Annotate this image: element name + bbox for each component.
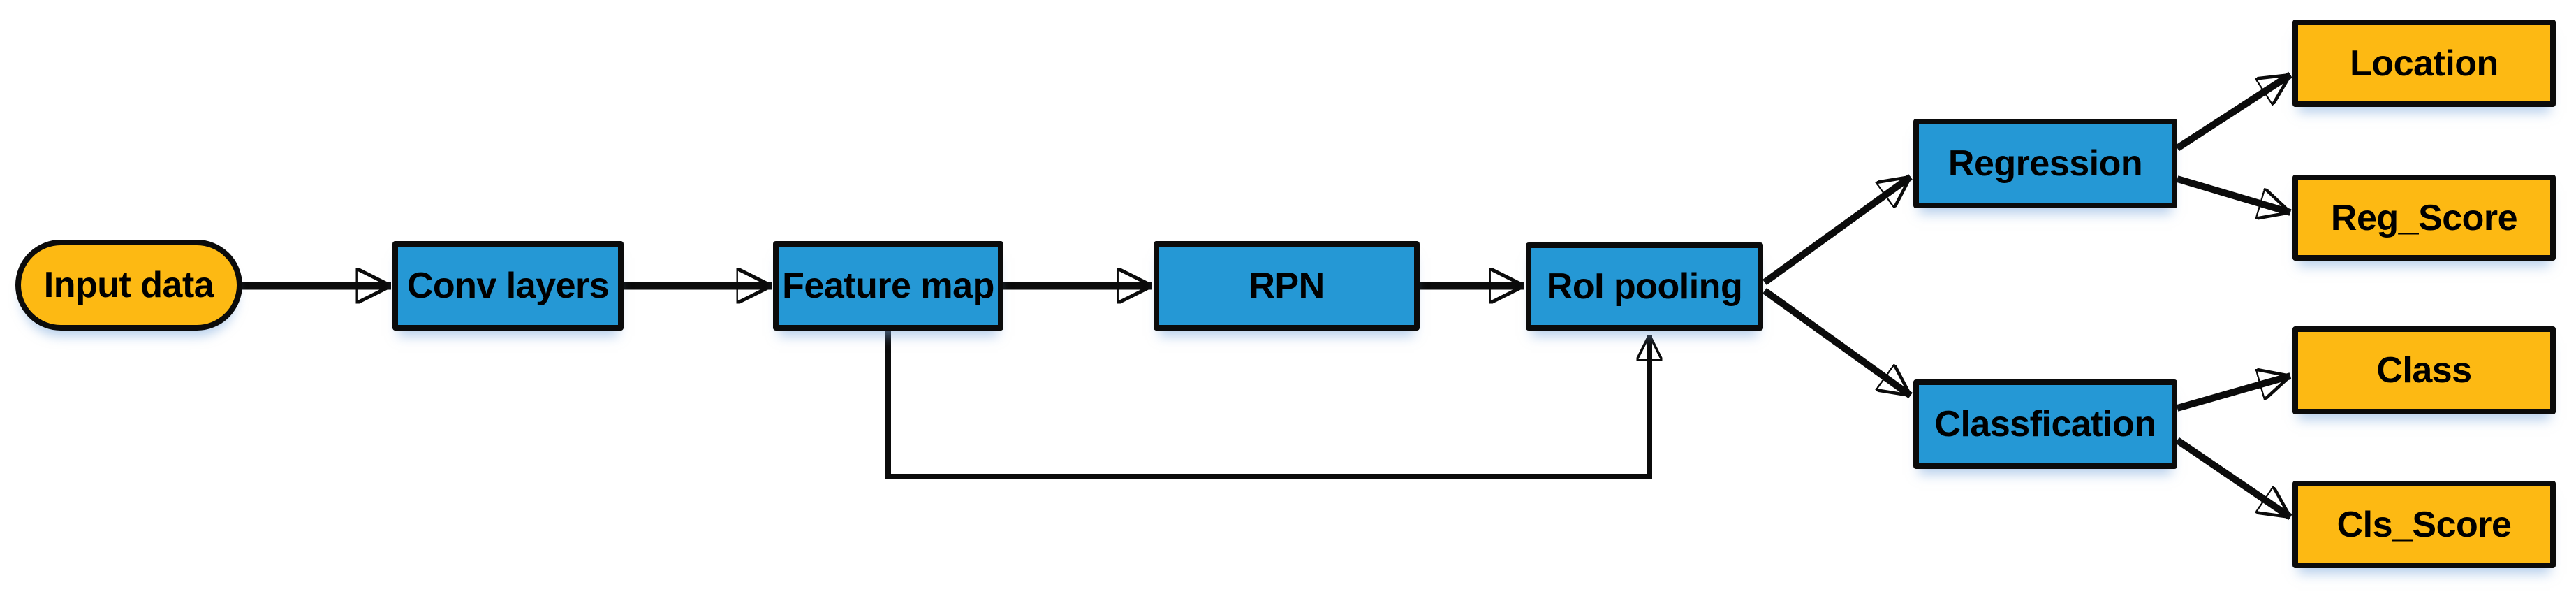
node-classfication: Classfication [1913, 379, 2177, 469]
node-regression-label: Regression [1948, 143, 2143, 184]
node-input-data-label: Input data [43, 265, 214, 305]
node-reg-score-label: Reg_Score [2330, 197, 2518, 238]
node-class: Class [2292, 326, 2556, 414]
node-location: Location [2292, 20, 2556, 107]
node-class-label: Class [2376, 350, 2472, 391]
node-conv-layers: Conv layers [392, 241, 624, 331]
node-reg-score: Reg_Score [2292, 175, 2556, 261]
node-input-data: Input data [15, 240, 242, 331]
node-rpn: RPN [1154, 241, 1420, 331]
edge-roi-pooling-to-classfication [1762, 287, 1911, 399]
edge-regression-to-location [2175, 71, 2290, 152]
node-roi-pooling-label: RoI pooling [1546, 266, 1743, 307]
node-cls-score: Cls_Score [2292, 481, 2556, 568]
edge-classfication-to-cls-score [2175, 437, 2290, 521]
node-feature-map-label: Feature map [782, 266, 994, 306]
edge-classfication-to-class [2176, 376, 2290, 412]
edge-feature-map-to-roi-pooling-skip [885, 331, 1649, 479]
node-conv-layers-label: Conv layers [406, 266, 610, 306]
node-cls-score-label: Cls_Score [2336, 504, 2512, 545]
node-rpn-label: RPN [1249, 266, 1325, 306]
edge-roi-pooling-to-regression [1762, 173, 1911, 286]
node-classfication-label: Classfication [1934, 404, 2156, 444]
edge-regression-to-reg-score [2176, 175, 2290, 212]
node-regression: Regression [1913, 119, 2177, 208]
node-feature-map: Feature map [773, 241, 1003, 331]
node-roi-pooling: RoI pooling [1526, 242, 1763, 331]
node-location-label: Location [2350, 43, 2498, 84]
